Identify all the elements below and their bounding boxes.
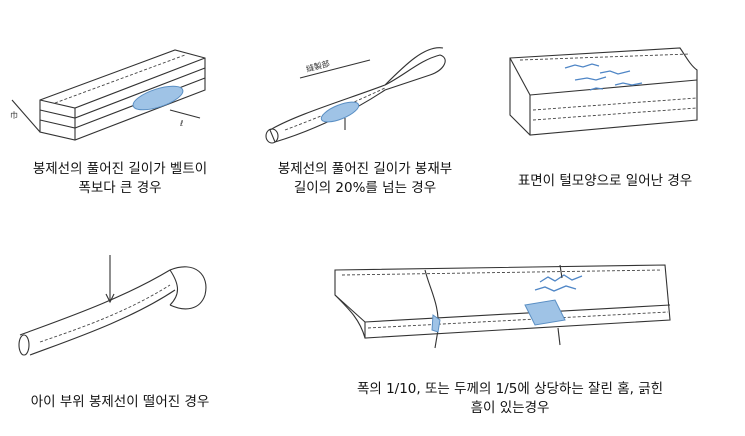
caption-seam-exceeds-width: 봉제선의 풀어진 길이가 벨트이 폭보다 큰 경우 bbox=[32, 161, 208, 196]
figure-surface-fuzz bbox=[505, 40, 700, 150]
caption-surface-fuzz: 표면이 털모양으로 일어난 경우 bbox=[517, 173, 693, 189]
figure-belt-seam-open-20pct: 縫製部 bbox=[255, 30, 455, 150]
caption-eye-seam: 아이 부위 봉제선이 떨어진 경우 bbox=[30, 394, 210, 410]
figure-eye-seam-detached bbox=[10, 250, 220, 360]
width-mark: 巾 bbox=[10, 110, 18, 120]
figure-belt-seam-open-width: 巾 ℓ bbox=[0, 40, 230, 150]
caption-seam-exceeds-20pct: 봉제선의 풀어진 길이가 봉재부 길이의 20%를 넘는 경우 bbox=[277, 161, 453, 196]
caption-cut-scratch: 폭의 1/10, 또는 두께의 1/5에 상당하는 잘린 홈, 긁힌 흠이 있는… bbox=[356, 381, 664, 416]
length-mark: ℓ bbox=[179, 119, 183, 128]
figure-cut-scratch bbox=[330, 260, 675, 350]
